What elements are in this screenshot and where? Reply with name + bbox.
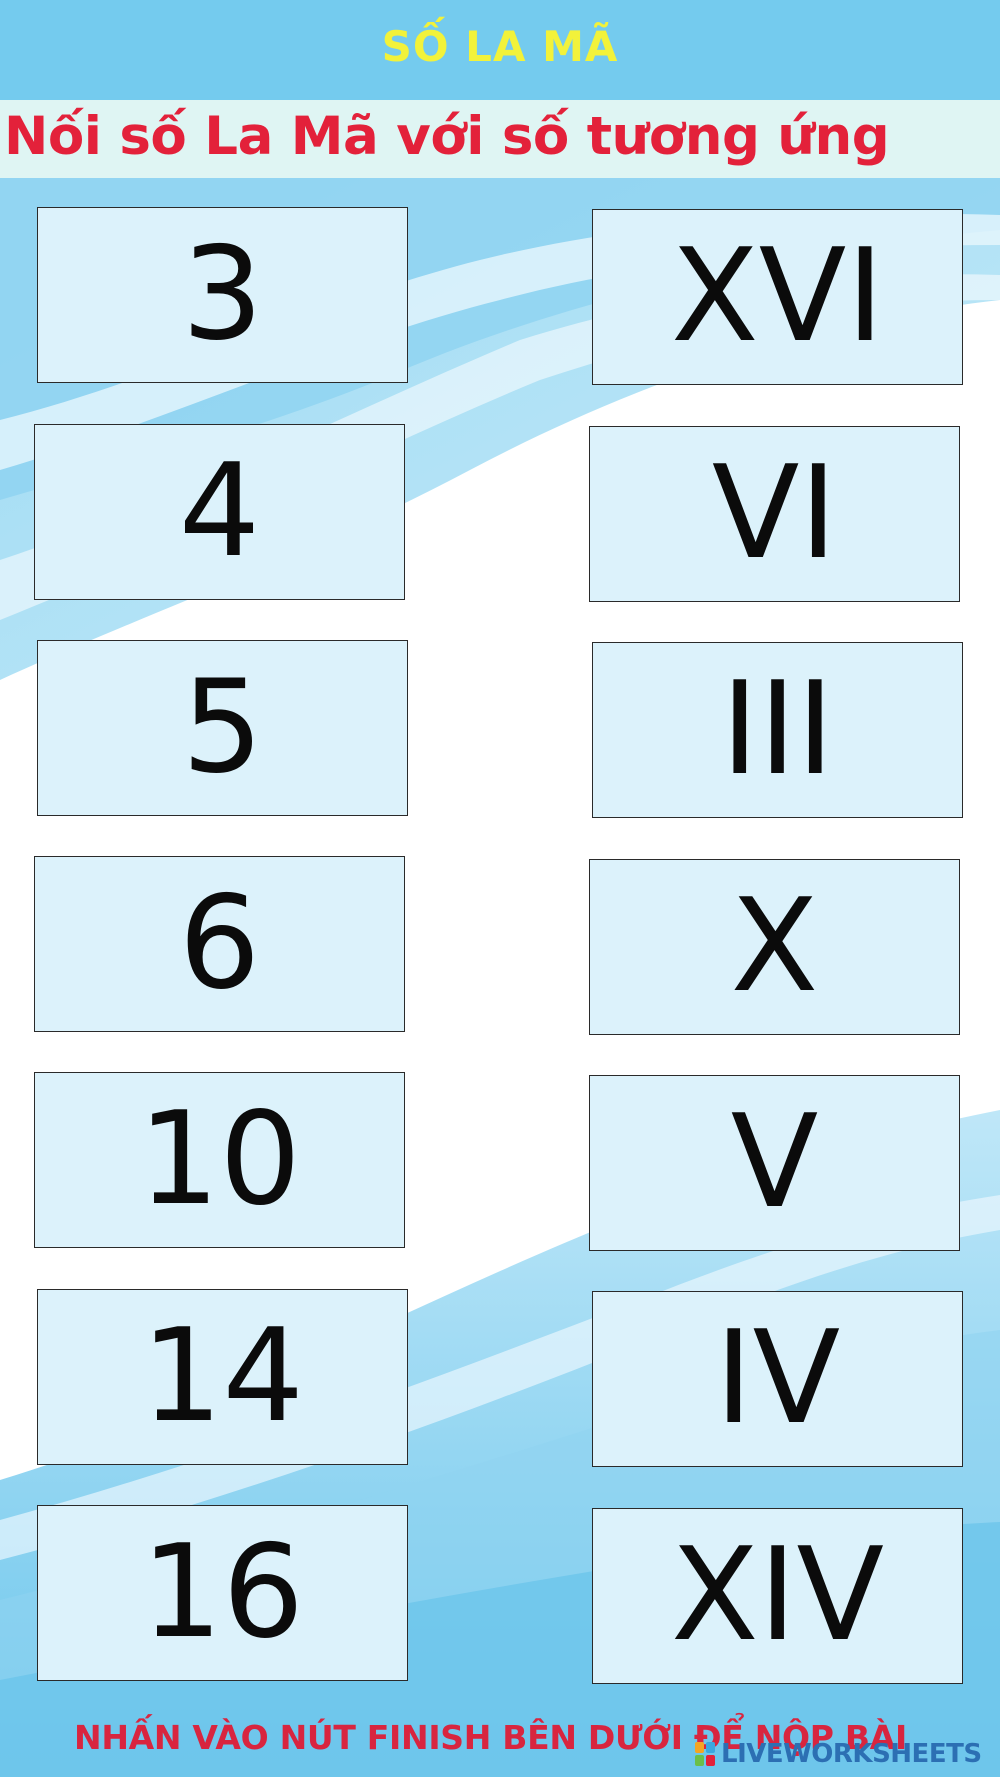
right-card-6[interactable]: IV	[592, 1291, 963, 1467]
left-card-4[interactable]: 6	[34, 856, 405, 1032]
instruction-text: Nối số La Mã với số tương ứng	[4, 106, 890, 167]
right-card-label: IV	[714, 1304, 841, 1453]
left-card-label: 10	[138, 1085, 301, 1234]
right-card-4[interactable]: X	[589, 859, 960, 1035]
left-card-label: 16	[141, 1518, 304, 1667]
left-card-label: 5	[181, 653, 264, 802]
left-card-label: 3	[181, 220, 264, 369]
title-bar	[0, 0, 1000, 100]
right-card-1[interactable]: XVI	[592, 209, 963, 385]
left-card-label: 6	[178, 869, 261, 1018]
liveworksheets-logo-icon	[694, 1740, 718, 1768]
instruction-band	[0, 100, 1000, 178]
left-card-label: 4	[178, 437, 261, 586]
left-card-6[interactable]: 14	[37, 1289, 408, 1465]
right-card-label: VI	[711, 439, 838, 588]
right-card-label: III	[720, 655, 835, 804]
right-card-5[interactable]: V	[589, 1075, 960, 1251]
left-card-3[interactable]: 5	[37, 640, 408, 816]
right-card-3[interactable]: III	[592, 642, 963, 818]
footer-instruction: NHẤN VÀO NÚT FINISH BÊN DƯỚI ĐỂ NỘP BÀI	[74, 1718, 907, 1757]
page-title: SỐ LA MÃ	[381, 22, 619, 71]
right-card-label: V	[730, 1088, 819, 1237]
right-card-label: XIV	[671, 1521, 884, 1670]
right-card-label: X	[730, 872, 819, 1021]
left-card-2[interactable]: 4	[34, 424, 405, 600]
right-card-7[interactable]: XIV	[592, 1508, 963, 1684]
left-card-7[interactable]: 16	[37, 1505, 408, 1681]
brand-name: LIVEWORKSHEETS	[721, 1739, 982, 1769]
right-card-2[interactable]: VI	[589, 426, 960, 602]
left-card-label: 14	[141, 1302, 304, 1451]
brand-logo: LIVEWORKSHEETS	[694, 1736, 982, 1772]
left-card-5[interactable]: 10	[34, 1072, 405, 1248]
left-card-1[interactable]: 3	[37, 207, 408, 383]
right-card-label: XVI	[671, 222, 884, 371]
